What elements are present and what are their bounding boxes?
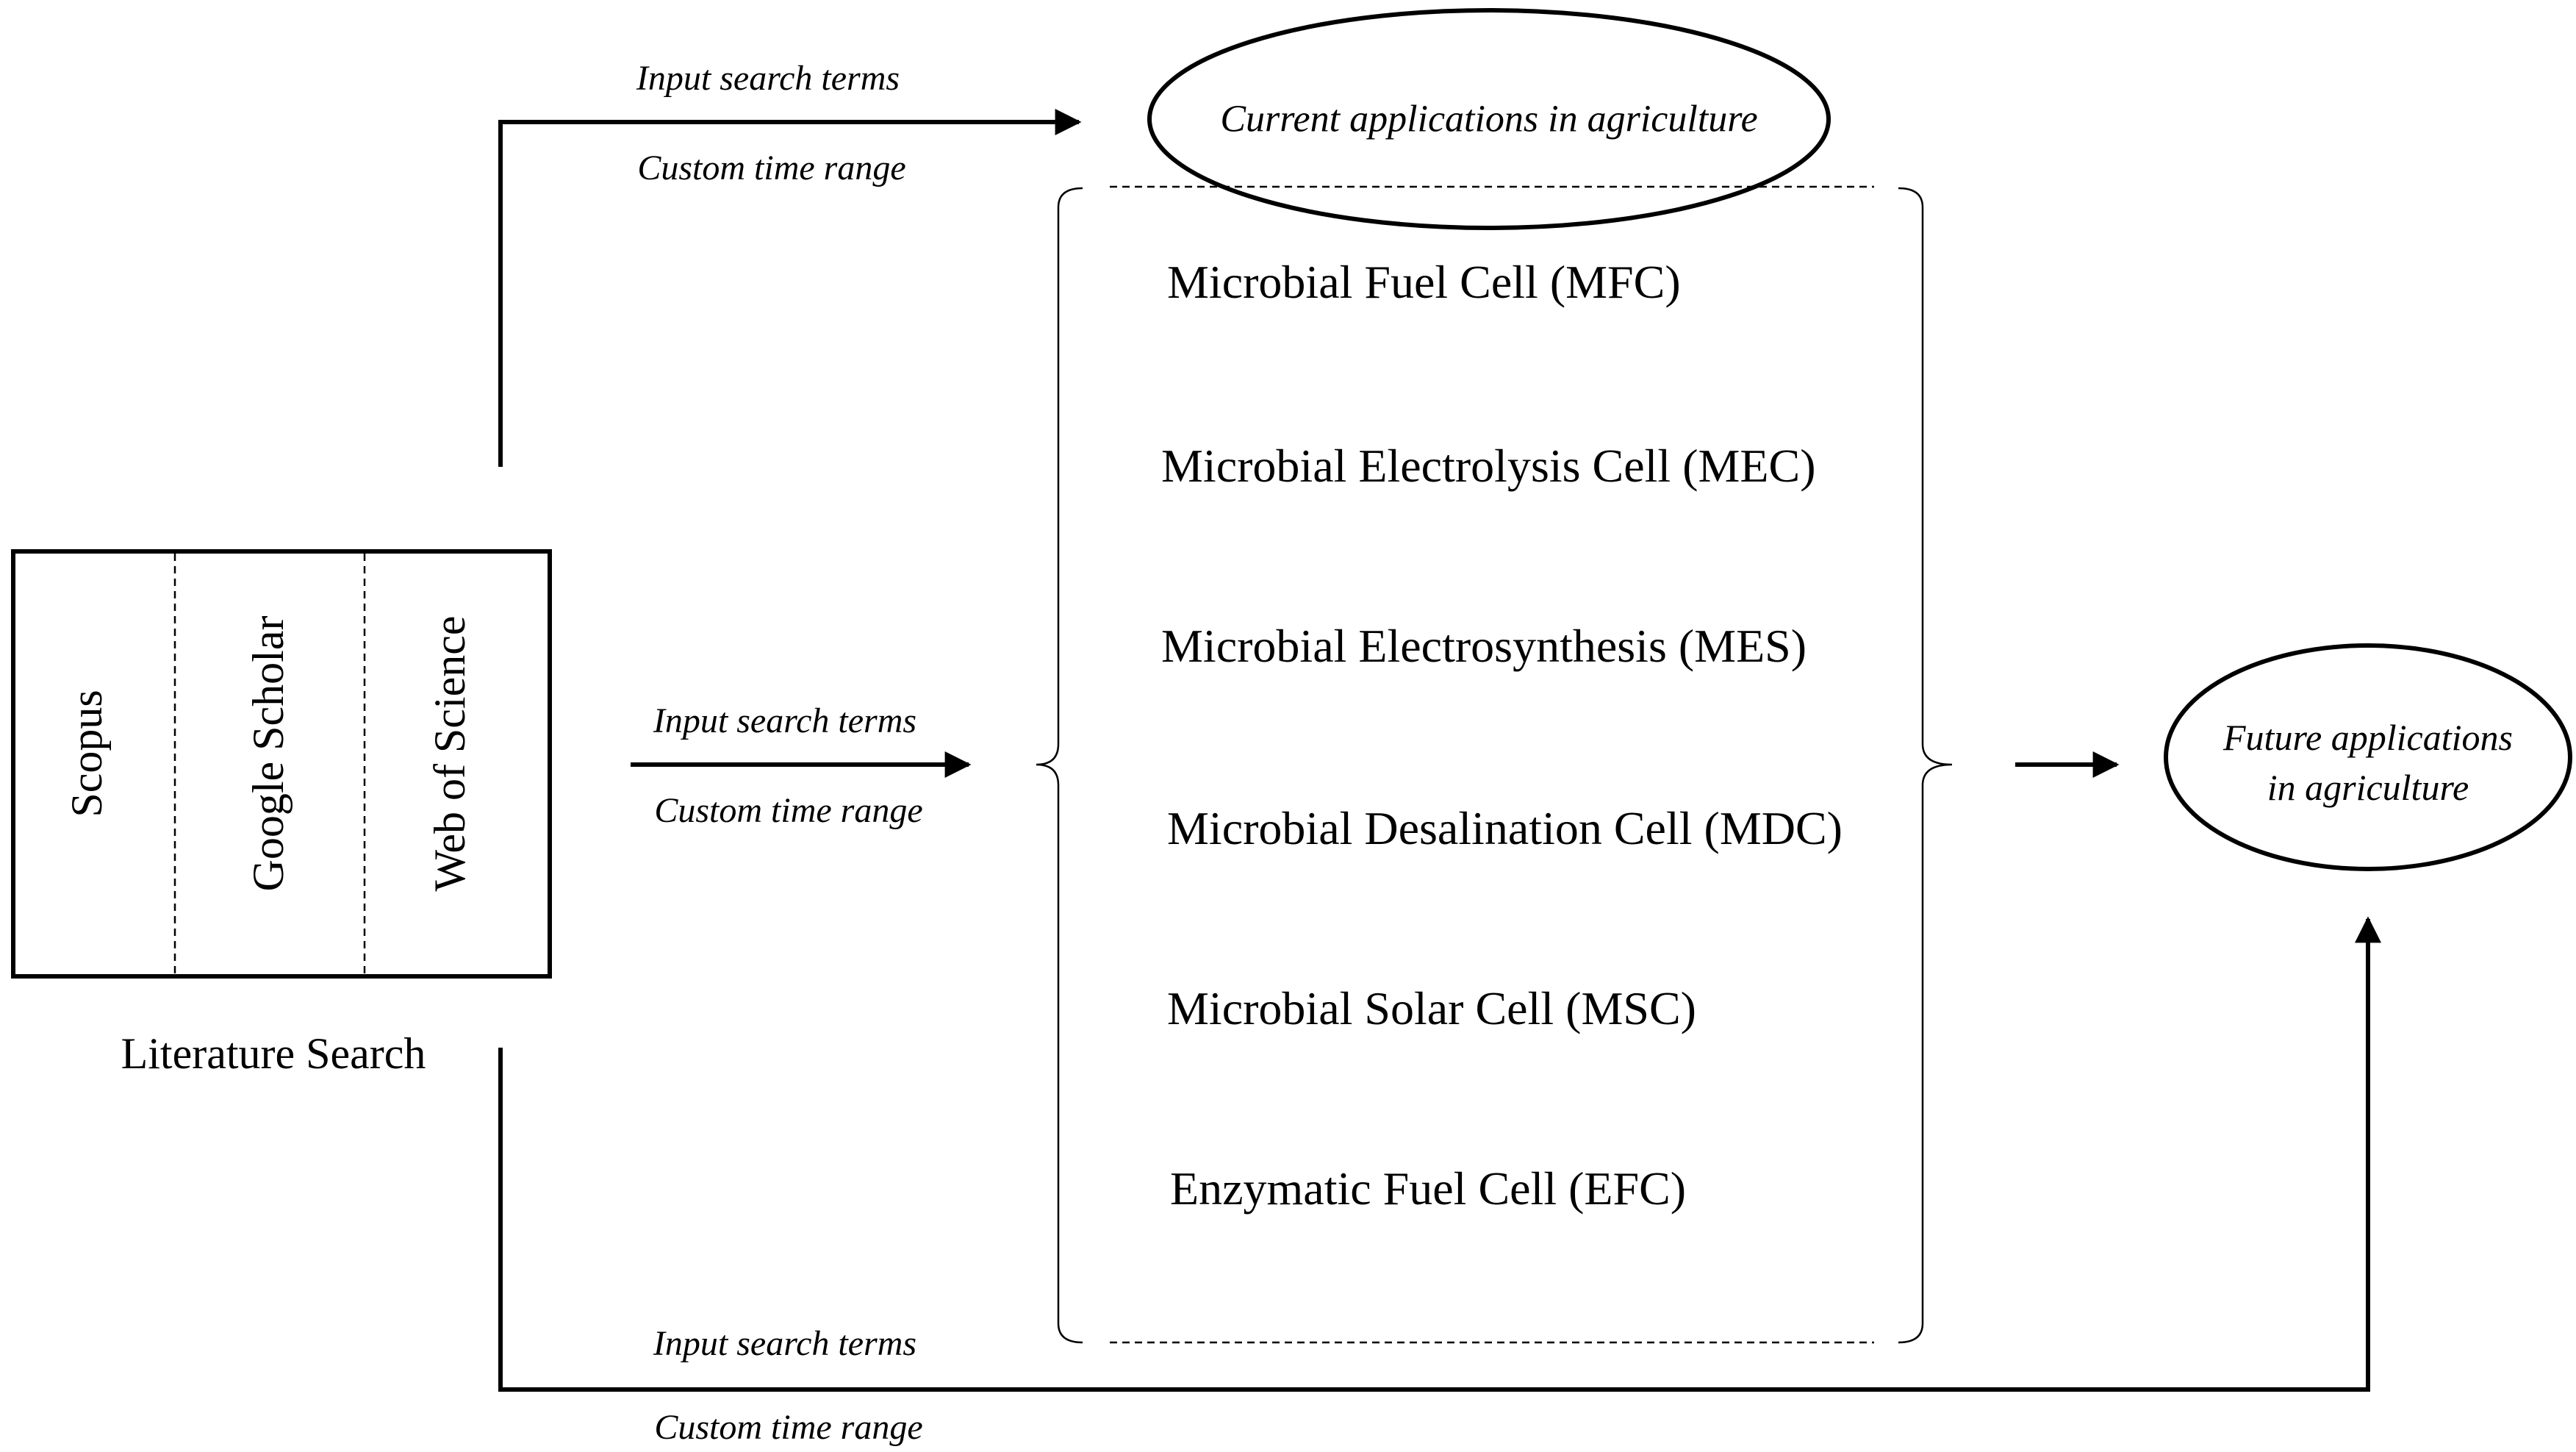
bottom-branch-search-terms: Input search terms <box>653 1324 916 1363</box>
future-applications-node: Future applications in agriculture <box>2164 643 2572 871</box>
technology-item: Enzymatic Fuel Cell (EFC) <box>1170 1162 1686 1215</box>
technology-item: Microbial Fuel Cell (MFC) <box>1167 256 1681 308</box>
database-web-of-science: Web of Science <box>426 616 474 892</box>
current-applications-label: Current applications in agriculture <box>1220 99 1757 140</box>
right-brace <box>1898 187 1953 1344</box>
left-brace <box>1036 187 1083 1344</box>
top-branch-arrow <box>498 109 1082 467</box>
technology-item: Microbial Electrolysis Cell (MEC) <box>1161 440 1816 492</box>
bottom-branch-time-range: Custom time range <box>654 1408 922 1447</box>
technology-group: Microbial Fuel Cell (MFC) Microbial Elec… <box>1036 185 1953 1344</box>
future-applications-ellipse <box>2164 643 2572 871</box>
technology-item: Microbial Solar Cell (MSC) <box>1167 982 1696 1034</box>
technology-item: Microbial Desalination Cell (MDC) <box>1167 802 1843 854</box>
database-google-scholar: Google Scholar <box>244 616 293 892</box>
top-branch: Input search terms Custom time range <box>498 59 1082 467</box>
database-box: Scopus Google Scholar Web of Science <box>11 549 552 979</box>
middle-branch: Input search terms Custom time range <box>631 701 972 830</box>
bottom-branch-arrow <box>498 916 2381 1392</box>
future-applications-line-2: in agriculture <box>2267 767 2469 808</box>
database-scopus: Scopus <box>62 690 111 817</box>
bottom-branch: Input search terms Custom time range <box>498 916 2381 1447</box>
middle-branch-time-range: Custom time range <box>654 791 922 830</box>
current-applications-node: Current applications in agriculture <box>1147 8 1831 230</box>
middle-branch-search-terms: Input search terms <box>653 701 916 740</box>
database-box-caption: Literature Search <box>121 1029 426 1078</box>
top-branch-time-range: Custom time range <box>637 149 905 187</box>
current-applications-ellipse <box>1147 8 1831 230</box>
top-branch-search-terms: Input search terms <box>636 59 900 98</box>
future-applications-line-1: Future applications <box>2222 717 2513 758</box>
technology-item: Microbial Electrosynthesis (MES) <box>1161 620 1807 672</box>
database-box-frame <box>11 549 552 979</box>
